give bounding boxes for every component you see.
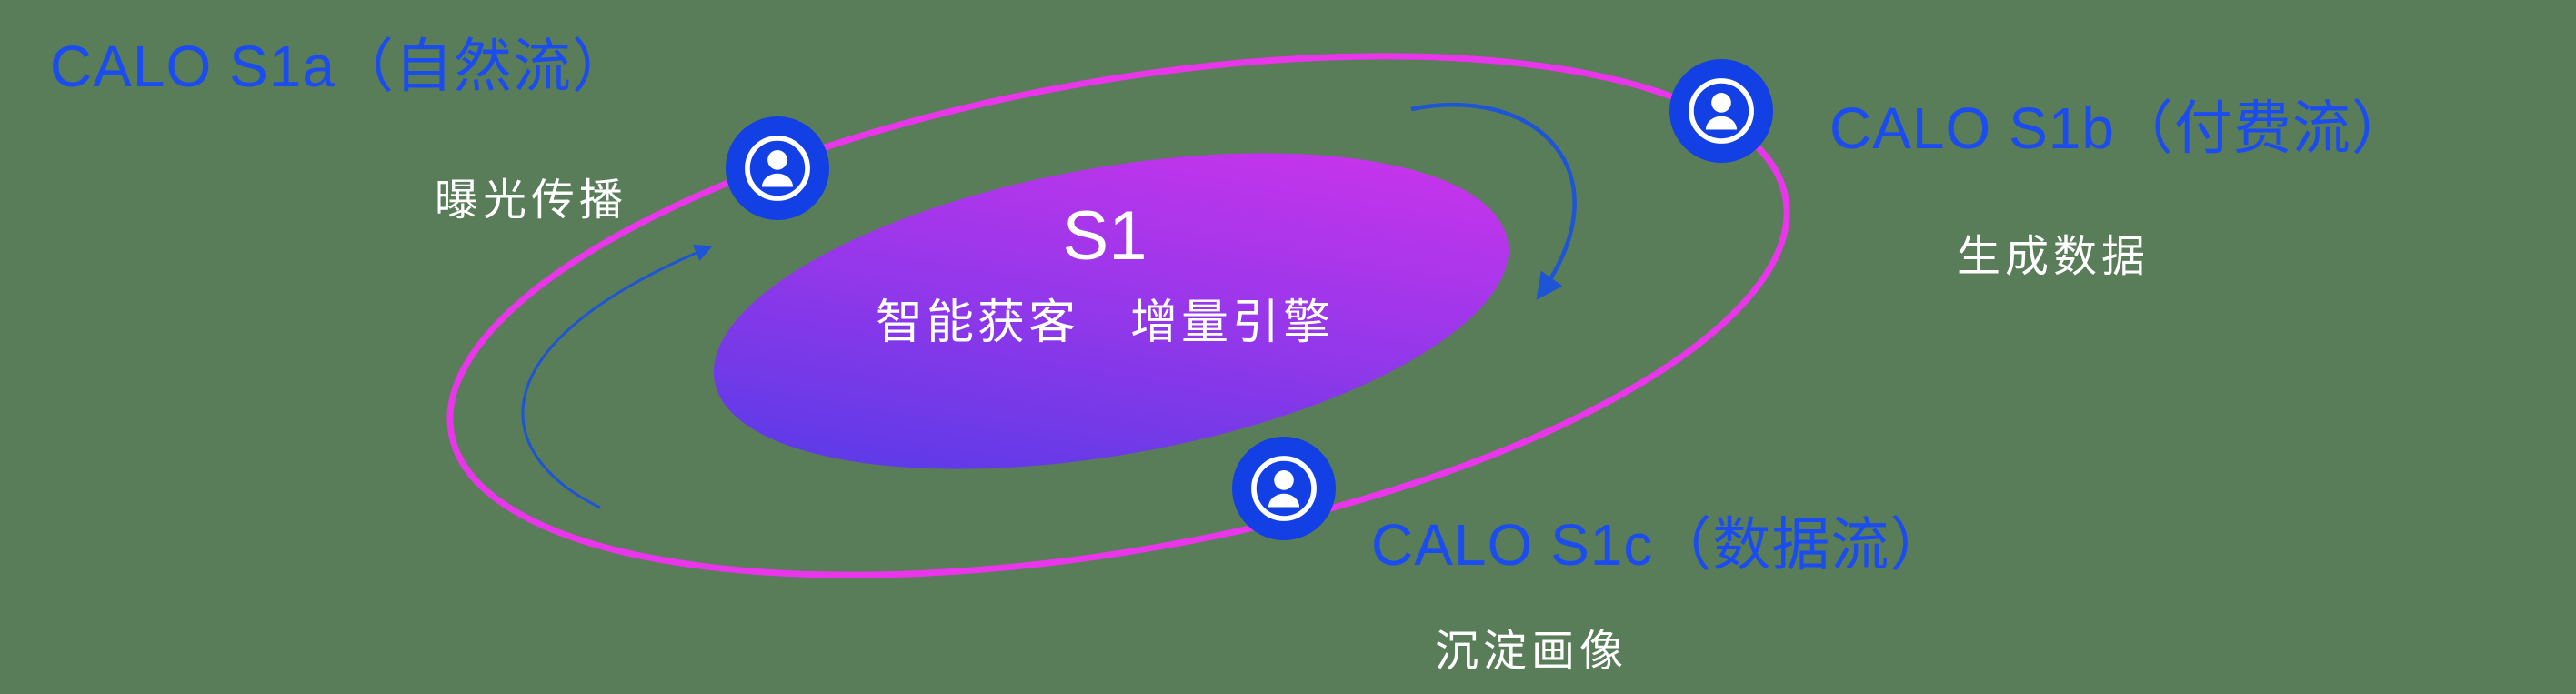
user-icon-glyph <box>1669 59 1773 163</box>
core-subtitle: 智能获客 增量引擎 <box>875 296 1334 349</box>
user-icon <box>1232 437 1336 540</box>
user-icon <box>1669 59 1773 163</box>
node-title-s1c: CALO S1c（数据流） <box>1371 512 1950 578</box>
core-label-group: S1 智能获客 增量引擎 <box>696 198 1514 352</box>
node-title-s1b: CALO S1b（付费流） <box>1829 96 2411 161</box>
node-subtitle-s1c: 沉淀画像 <box>1435 628 1629 676</box>
core-ellipse <box>713 153 1509 469</box>
core-title: S1 <box>1062 197 1148 275</box>
user-icon-glyph <box>726 116 829 220</box>
user-icon-glyph <box>1232 437 1336 540</box>
orbit-ring <box>446 53 1790 578</box>
user-icon <box>726 116 829 220</box>
node-subtitle-s1b: 生成数据 <box>1957 233 2150 281</box>
node-title-s1a: CALO S1a（自然流） <box>50 34 631 99</box>
flow-arrow-right <box>1410 103 1577 300</box>
node-subtitle-s1a: 曝光传播 <box>435 176 628 225</box>
flow-arrow-left <box>521 244 713 509</box>
